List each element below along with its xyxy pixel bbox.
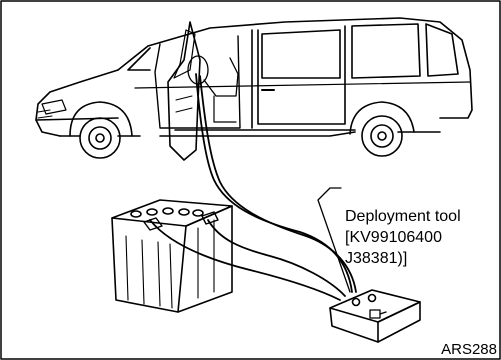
front-wheel <box>69 101 133 159</box>
tool-switch-icon <box>369 309 381 319</box>
open-door <box>167 21 201 161</box>
battery-illustration <box>111 199 233 313</box>
callout-line-1: Deployment tool <box>345 208 461 225</box>
callout-line-2: [KV99106400 <box>345 229 442 246</box>
deployment-tool <box>329 289 421 343</box>
van-illustration <box>35 17 473 161</box>
tool-button-icon <box>367 293 377 303</box>
harness-cables <box>149 73 357 301</box>
callout-line-3: J38381)] <box>345 250 408 267</box>
tool-button-icon <box>351 297 361 307</box>
rear-wheel <box>349 101 415 157</box>
callout-leader-line <box>317 187 351 293</box>
deployment-tool-label: Deployment tool [KV99106400 J38381)] <box>345 206 461 269</box>
interior <box>187 55 239 123</box>
figure-code: ARS288 <box>441 341 497 358</box>
